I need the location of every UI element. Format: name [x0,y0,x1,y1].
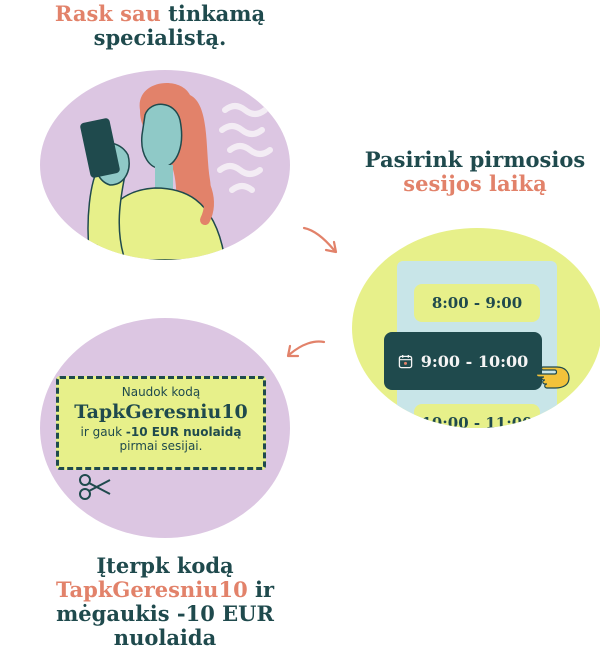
step-apply-code: TapkGeresniu10 [55,577,248,602]
step-apply-line1: Įterpk kodą [96,553,234,578]
specialist-illustration-circle [40,70,290,260]
step-pick-line1: Pasirink pirmosios [364,147,586,172]
step-find-line2: specialistą. [93,25,227,50]
step-pick-line2: sesijos laiką [403,171,547,196]
curved-arrow-icon [302,226,338,254]
woman-with-phone-illustration [80,83,273,260]
time-slot-3-label: 10:00 - 11:00 [421,414,533,428]
step-apply-line3: mėgaukis -10 EUR [56,601,274,626]
step-find-specialist-text: Rask sau tinkamą specialistą. [40,2,280,50]
step-find-rest: tinkamą [160,1,266,26]
step-apply-after-code: ir [247,577,275,602]
step-apply-line4: nuolaida [113,625,217,650]
time-slot-3[interactable]: 10:00 - 11:00 [414,404,540,428]
time-slot-1[interactable]: 8:00 - 9:00 [414,284,540,322]
coupon-card: Naudok kodą TapkGeresniu10 ir gauk -10 E… [56,376,266,470]
time-slot-illustration-circle: 8:00 - 9:00 9:00 - 10:00 10:00 - 11:00 [352,228,600,428]
calendar-icon [398,354,412,368]
coupon-line-prefix: ir gauk [80,425,126,439]
coupon-line-bold: -10 EUR nuolaidą [125,425,242,439]
step-apply-code-text: Įterpk kodą TapkGeresniu10 ir mėgaukis -… [30,554,300,650]
coupon-discount-line: ir gauk -10 EUR nuolaidą [59,425,263,439]
coupon-line-tail: pirmai sesijai. [119,439,203,453]
step-pick-time-text: Pasirink pirmosios sesijos laiką [350,148,600,196]
time-slot-2-selected[interactable]: 9:00 - 10:00 [384,332,542,390]
scissors-icon [79,474,111,500]
pointing-hand-icon [535,366,570,389]
coupon-code: TapkGeresniu10 [74,401,248,423]
coupon-illustration-circle: Naudok kodą TapkGeresniu10 ir gauk -10 E… [40,318,290,538]
curved-arrow-icon [286,340,326,358]
time-slot-2-label: 9:00 - 10:00 [420,351,529,371]
time-slot-1-label: 8:00 - 9:00 [431,294,523,312]
step-find-accent: Rask sau [54,1,161,26]
coupon-heading: Naudok kodą [121,385,201,399]
